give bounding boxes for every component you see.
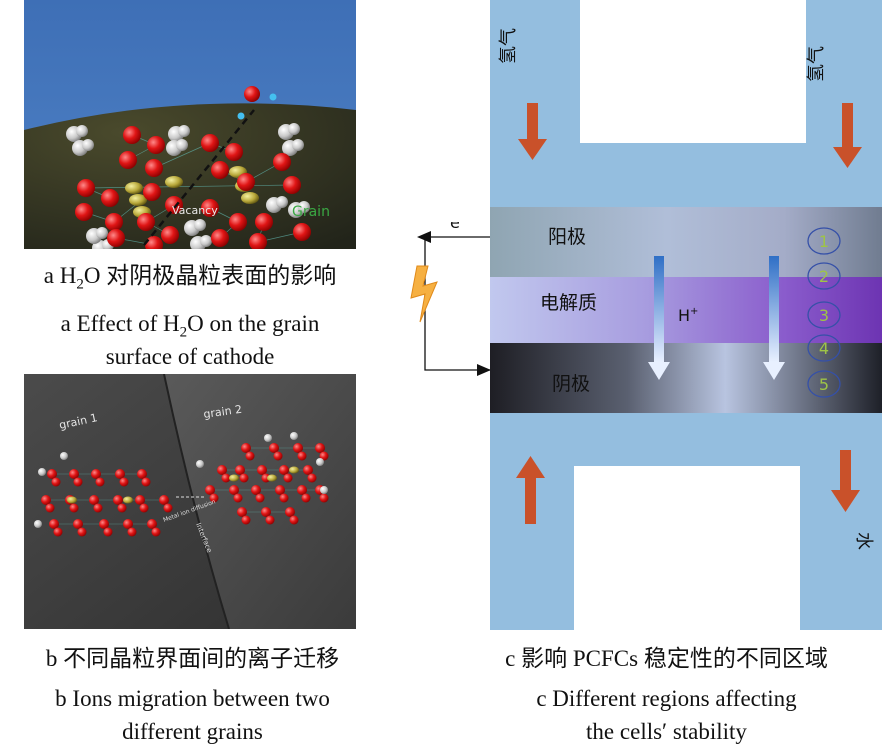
caption-a-en-line1: a Effect of H2O on the grain <box>0 310 380 347</box>
flow-arrow-down-left <box>518 103 547 160</box>
top-channel-gap <box>580 0 806 143</box>
atom-lattice-b <box>34 432 329 537</box>
flow-arrow-down-right <box>833 103 862 168</box>
svg-text:4: 4 <box>819 339 829 358</box>
inlet-left-label: 氢气 <box>498 28 519 64</box>
caption-a-cn-sub: 2 <box>76 276 84 293</box>
caption-b-en-line1: b Ions migration between two <box>55 686 330 711</box>
proton-arrow-1 <box>648 256 670 380</box>
anode-label: 阳极 <box>548 226 586 248</box>
caption-a-en-sub: 2 <box>179 324 188 341</box>
grain-surface-illustration: Vacancy Grain <box>24 0 356 256</box>
svg-text:3: 3 <box>819 306 829 325</box>
grain-2-label: grain 2 <box>203 403 243 421</box>
caption-b-en-line2: different grains <box>122 719 263 744</box>
flow-arrow-down-right-bottom <box>831 450 860 512</box>
outlet-right-label: 水 <box>853 532 874 550</box>
region-marker-3: 3 <box>807 301 841 329</box>
external-circuit: e− <box>410 222 491 376</box>
caption-c-cn: c 影响 PCFCs 稳定性的不同区域 <box>505 646 828 671</box>
caption-a-cn-prefix: a H <box>43 263 77 288</box>
svg-text:1: 1 <box>819 232 829 251</box>
caption-b-cn: b 不同晶粒界面间的离子迁移 <box>45 646 340 671</box>
grain-boundary-illustration: grain 1 grain 2 Metal ion diffusion Inte… <box>24 373 356 630</box>
inlet-right-label: 氢气 <box>806 46 827 82</box>
region-marker-5: 5 <box>807 370 841 398</box>
panel-b-image: grain 1 grain 2 Metal ion diffusion Inte… <box>24 373 356 630</box>
caption-c-en-line1: c Different regions affecting <box>536 686 797 711</box>
caption-a-en-line2: surface of cathode <box>105 344 275 369</box>
panel-c-cell-diagram: 阳极 电解质 阴极 H+ 1 2 3 4 5 氢气 氢气 水 <box>490 0 882 630</box>
cathode-layer <box>490 343 882 413</box>
atom-lattice-a <box>66 86 311 256</box>
proton-label: H+ <box>678 306 698 325</box>
svg-text:2: 2 <box>819 267 829 286</box>
electron-label: e− <box>450 222 469 232</box>
anode-layer <box>490 207 882 277</box>
pcfc-cell-svg: 阳极 电解质 阴极 H+ 1 2 3 4 5 氢气 氢气 水 <box>490 0 882 630</box>
caption-c-en-line2: the cells′ stability <box>586 719 747 744</box>
svg-text:5: 5 <box>819 375 829 394</box>
cathode-label: 阴极 <box>552 373 590 395</box>
flow-arrow-up-left <box>516 456 545 524</box>
electrolyte-label: 电解质 <box>540 292 597 314</box>
vacancy-label: Vacancy <box>172 204 218 217</box>
region-marker-4: 4 <box>807 334 841 362</box>
caption-a-en-prefix: a Effect of H <box>60 311 180 336</box>
panel-a-image: Vacancy Grain <box>24 0 356 256</box>
region-marker-1: 1 <box>807 227 841 255</box>
grain-label: Grain <box>292 204 330 220</box>
caption-a-cn-suffix: O 对阴极晶粒表面的影响 <box>83 263 337 288</box>
lightning-icon <box>410 265 438 323</box>
proton-arrow-2 <box>763 256 785 380</box>
caption-a-cn: a H2O 对阴极晶粒表面的影响 <box>0 262 380 299</box>
bottom-channel-gap <box>574 466 800 630</box>
caption-a-en-suffix: O on the grain <box>187 311 320 336</box>
region-marker-2: 2 <box>807 262 841 290</box>
